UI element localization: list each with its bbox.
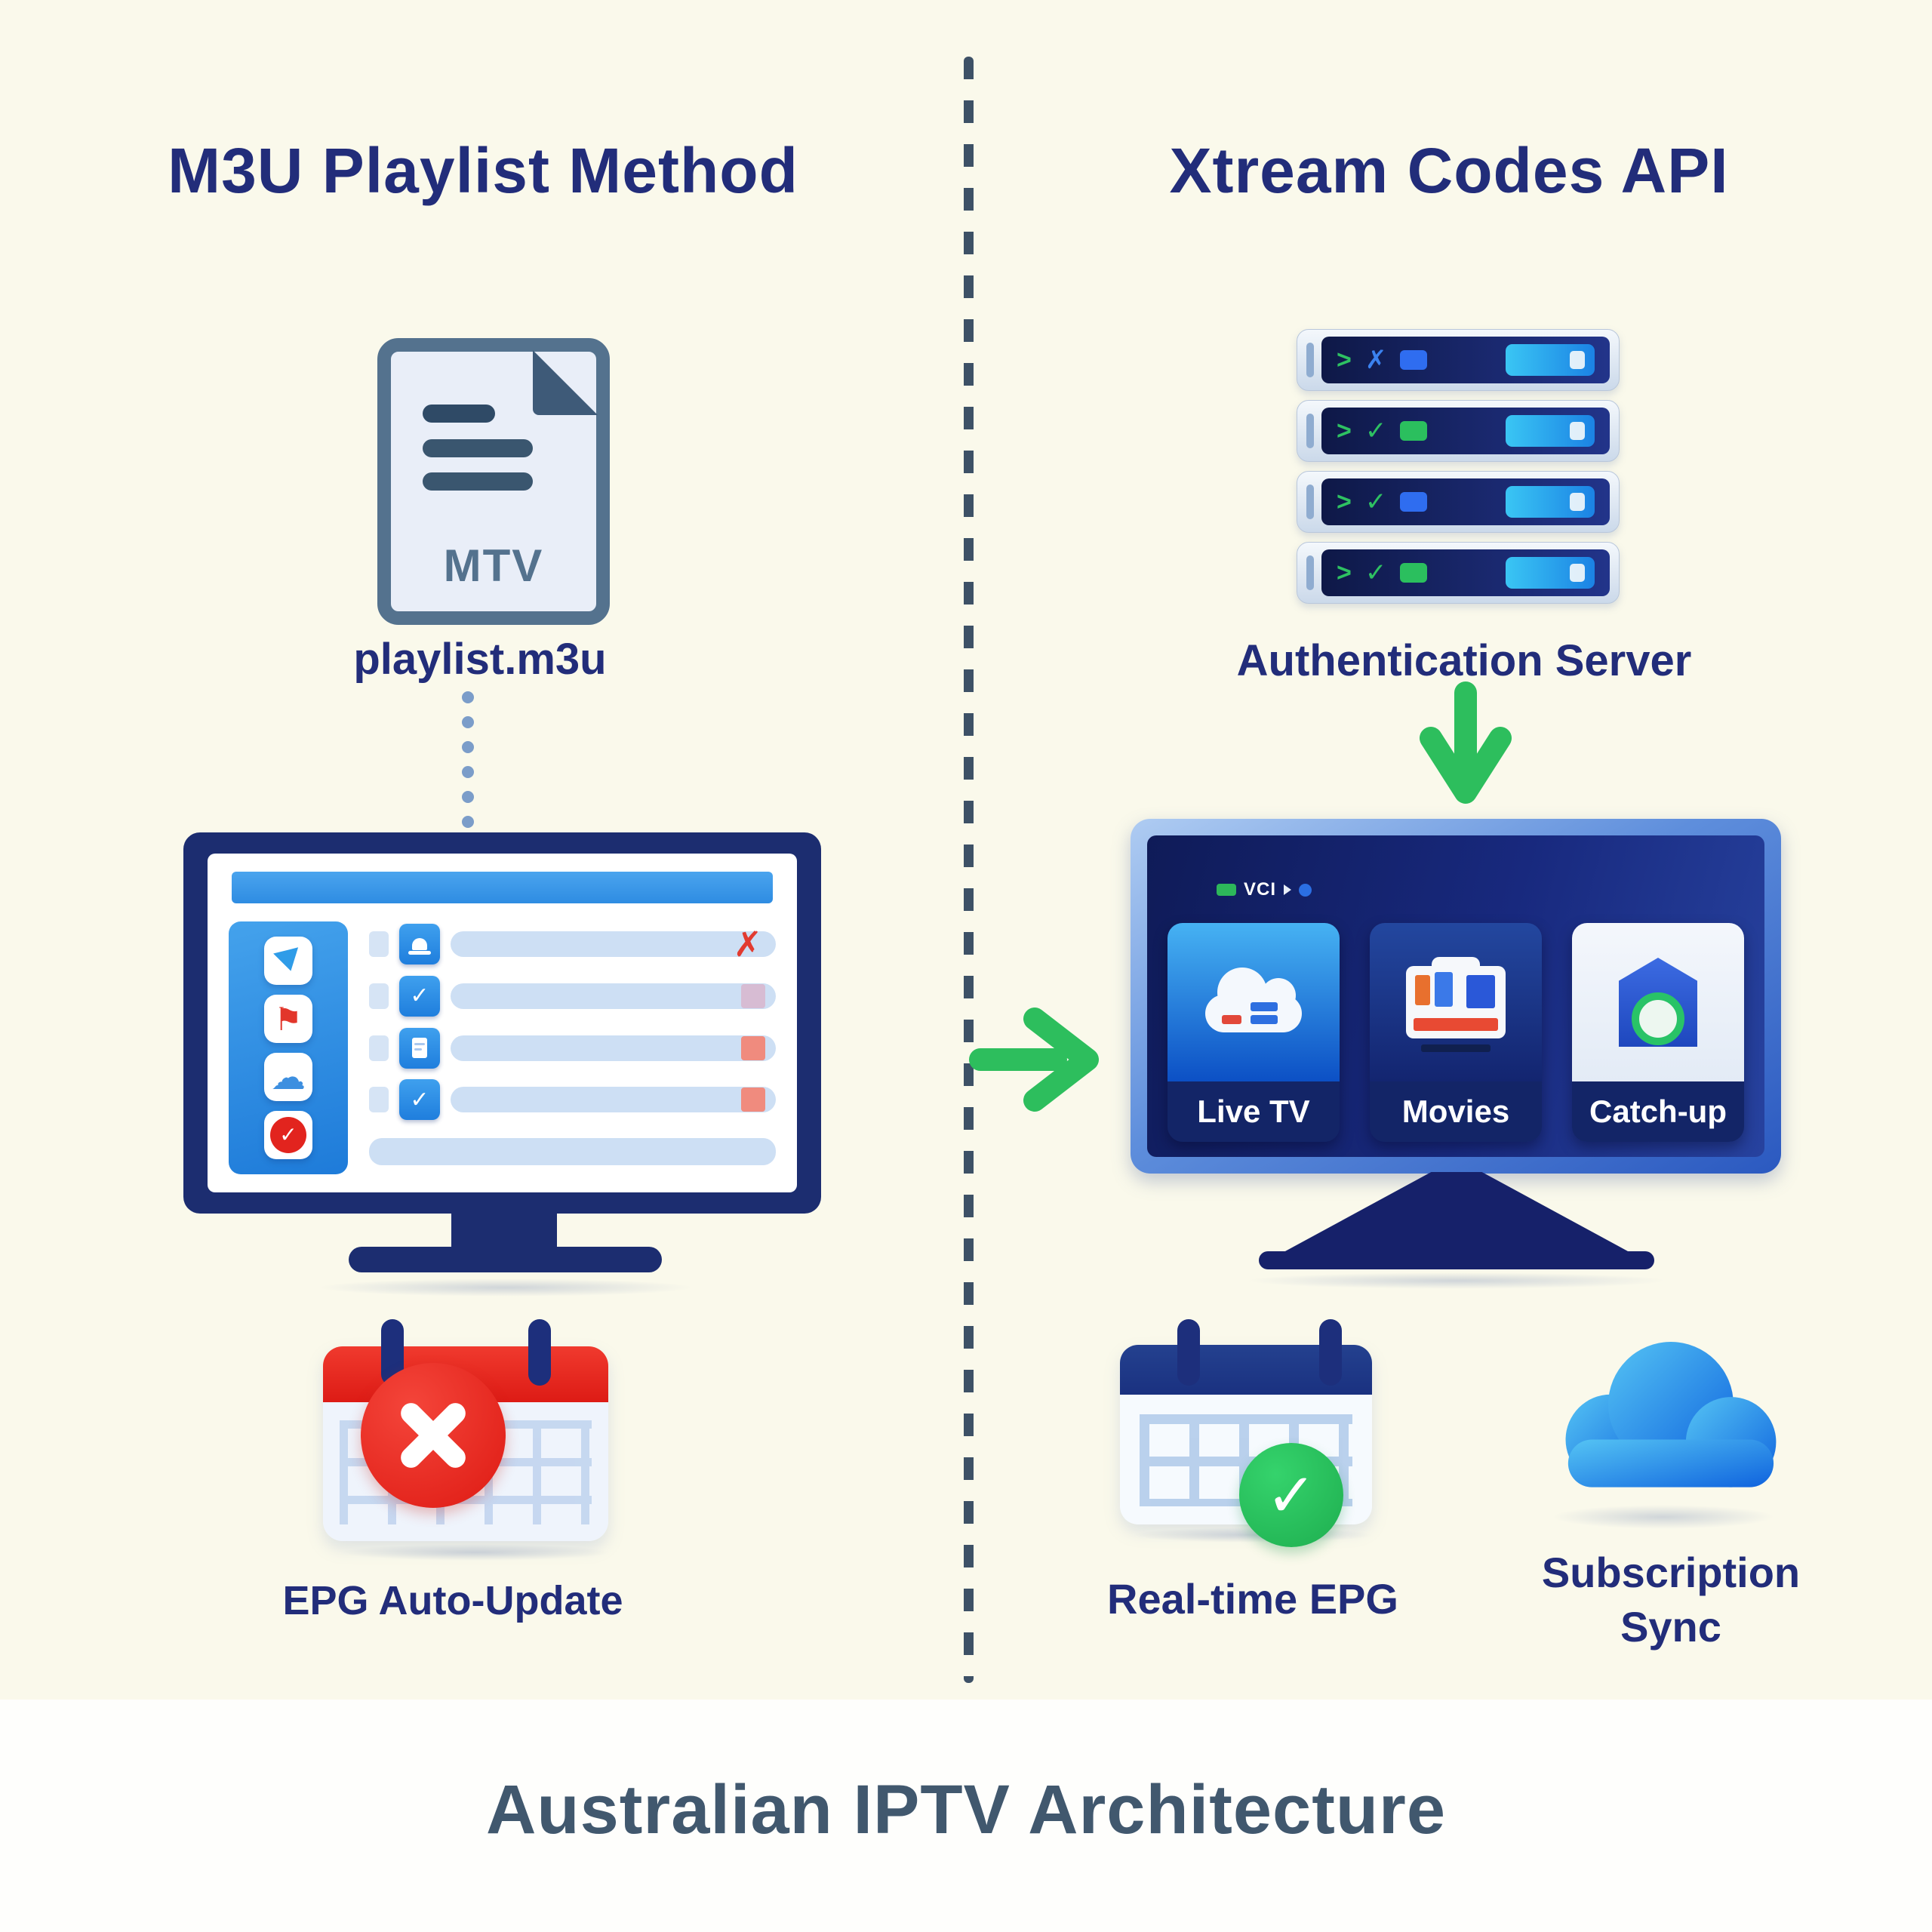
tile-label: Catch-up xyxy=(1572,1081,1744,1142)
tv-app-logo: VCI xyxy=(1217,879,1312,900)
tv-menu-tiles: Live TV Movies Catch-up xyxy=(1168,923,1744,1142)
file-type-badge: MTV xyxy=(443,540,544,591)
right-section-title: Xtream Codes API xyxy=(1169,135,1729,206)
authentication-server-label: Authentication Server xyxy=(1236,636,1692,685)
channel-row xyxy=(369,923,776,965)
iptv-tv: VCI Live TV Movies xyxy=(1131,819,1781,1174)
playlist-filename-label: playlist.m3u xyxy=(353,635,607,684)
tile-live-tv: Live TV xyxy=(1168,923,1340,1142)
server-button xyxy=(1506,415,1595,447)
folded-corner-icon xyxy=(533,350,598,415)
stale-marker xyxy=(741,983,765,1008)
calendar-pin xyxy=(1319,1319,1342,1386)
status-chip xyxy=(1400,350,1428,370)
channel-bar xyxy=(451,1035,776,1061)
monitor-stand-base xyxy=(349,1247,662,1272)
monitor-stand-neck xyxy=(451,1211,557,1250)
status-chip xyxy=(1400,563,1428,583)
server-unit xyxy=(1297,471,1620,533)
success-badge-icon xyxy=(1239,1443,1343,1547)
tile-catch-up: Catch-up xyxy=(1572,923,1744,1142)
diagram-title: Australian IPTV Architecture xyxy=(485,1771,1447,1848)
playlist-app-monitor xyxy=(183,832,821,1214)
logo-flag-icon xyxy=(1217,884,1236,896)
tv-stand-neck xyxy=(1275,1172,1638,1257)
flag-icon xyxy=(264,995,312,1044)
error-x-icon xyxy=(733,924,762,964)
server-unit xyxy=(1297,329,1620,391)
channel-row xyxy=(369,1078,776,1121)
media-shelf-icon xyxy=(1370,923,1542,1081)
bell-icon xyxy=(399,924,440,964)
app-header-bar xyxy=(232,872,773,903)
x-icon xyxy=(1365,345,1387,375)
logo-text: VCI xyxy=(1244,879,1277,900)
cloud-tv-icon xyxy=(1168,923,1340,1081)
channel-row xyxy=(369,1027,776,1069)
channel-row xyxy=(369,975,776,1017)
status-chip xyxy=(1400,421,1428,441)
channel-bar xyxy=(451,983,776,1009)
document-icon xyxy=(399,1027,440,1069)
calendar-pin xyxy=(1177,1319,1200,1386)
tv-screen: VCI Live TV Movies xyxy=(1147,835,1764,1157)
left-section-title: M3U Playlist Method xyxy=(168,135,798,206)
server-button xyxy=(1506,486,1595,518)
check-icon xyxy=(1365,558,1387,588)
server-unit xyxy=(1297,400,1620,462)
dotted-connector xyxy=(462,691,474,841)
logo-caret-icon xyxy=(1284,884,1292,895)
check-icon xyxy=(1365,416,1387,446)
real-time-epg-label: Real-time EPG xyxy=(1107,1575,1398,1623)
check-circle-icon xyxy=(264,1110,312,1159)
cloud-icon xyxy=(264,1052,312,1101)
tile-label: Movies xyxy=(1370,1081,1542,1142)
footer-background xyxy=(0,1700,1932,1932)
house-record-icon xyxy=(1572,923,1744,1081)
authentication-server-rack xyxy=(1297,329,1620,613)
dashed-divider xyxy=(964,57,974,1683)
epg-auto-update-label: EPG Auto-Update xyxy=(282,1578,623,1623)
subscription-sync-label: Subscription Sync xyxy=(1541,1549,1801,1651)
channel-bar xyxy=(451,1087,776,1113)
server-unit xyxy=(1297,542,1620,604)
stale-marker xyxy=(741,1088,765,1112)
cloud-sync-icon xyxy=(1565,1342,1777,1487)
logo-dot-icon xyxy=(1299,883,1312,897)
play-triangle-icon xyxy=(264,937,312,986)
chevron-icon xyxy=(1337,346,1352,375)
check-icon xyxy=(399,975,440,1017)
channel-bar xyxy=(369,1138,776,1165)
server-button xyxy=(1506,557,1595,589)
chevron-icon xyxy=(1337,417,1352,446)
channel-bar xyxy=(451,931,776,957)
calendar-pin xyxy=(528,1319,551,1386)
chevron-icon xyxy=(1337,558,1352,588)
m3u-file-icon: MTV xyxy=(377,338,610,625)
stale-marker xyxy=(741,1035,765,1060)
channel-list xyxy=(369,921,776,1174)
down-arrow-icon xyxy=(1420,681,1512,804)
app-sidebar xyxy=(229,921,348,1174)
monitor-screen xyxy=(208,854,797,1192)
error-badge-icon xyxy=(361,1363,506,1508)
tile-movies: Movies xyxy=(1370,923,1542,1142)
status-chip xyxy=(1400,492,1428,512)
chevron-icon xyxy=(1337,488,1352,517)
check-icon xyxy=(1365,487,1387,517)
check-icon xyxy=(399,1079,440,1121)
server-button xyxy=(1506,344,1595,376)
right-arrow-icon xyxy=(969,1008,1099,1112)
channel-row xyxy=(369,1131,776,1173)
tv-stand-base xyxy=(1259,1251,1654,1269)
tile-label: Live TV xyxy=(1168,1081,1340,1142)
